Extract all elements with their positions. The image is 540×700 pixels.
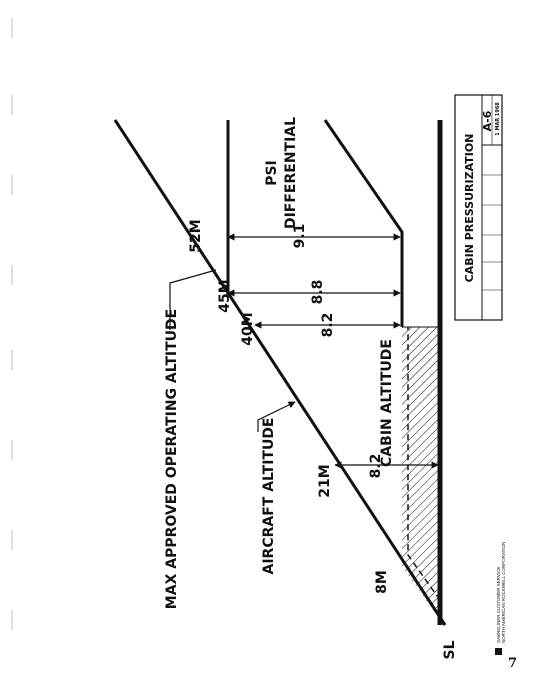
label-21m: 21M (317, 464, 333, 497)
label-52m: 52M (188, 219, 204, 252)
label-8m: 8M (374, 570, 390, 594)
publisher-logo (495, 648, 502, 655)
aircraft-altitude-leader (257, 401, 296, 432)
max-altitude-leader (169, 269, 217, 330)
cabin-upper-line (323, 119, 404, 327)
diagram-title: CABIN PRESSURIZATION (463, 134, 476, 283)
differential-label: DIFFERENTIAL (283, 117, 299, 229)
diff-value-45m: 8.8 (310, 280, 326, 305)
psi-label: PSI (264, 160, 280, 186)
publisher-line1: SABRELINER CUSTOMER SERVICE (496, 567, 501, 643)
label-40m: 40M (240, 312, 256, 345)
cabin-hatch-region (402, 327, 440, 620)
title-block (454, 94, 503, 321)
cabin-altitude-label: CABIN ALTITUDE (379, 339, 395, 467)
diff-value-40m: 8.2 (320, 313, 336, 338)
figure-number: A-6 (481, 110, 494, 131)
page-number: 7 (508, 656, 518, 671)
diff-value-52m: 9.1 (292, 224, 308, 249)
cabin-dashed-line (407, 327, 441, 601)
differential-arrows (227, 233, 440, 469)
aircraft-altitude-label: AIRCRAFT ALTITUDE (261, 417, 277, 574)
publisher-line2: NORTH AMERICAN ROCKWELL CORPORATION (501, 542, 506, 643)
label-45m: 45M (217, 279, 233, 312)
figure-date: 1 MAR 1968 (495, 102, 501, 136)
max-altitude-label: MAX APPROVED OPERATING ALTITUDE (164, 309, 180, 609)
diff-value-low: 8.2 (368, 454, 384, 479)
aircraft-altitude-line (113, 119, 447, 626)
label-sl: SL (442, 640, 458, 659)
